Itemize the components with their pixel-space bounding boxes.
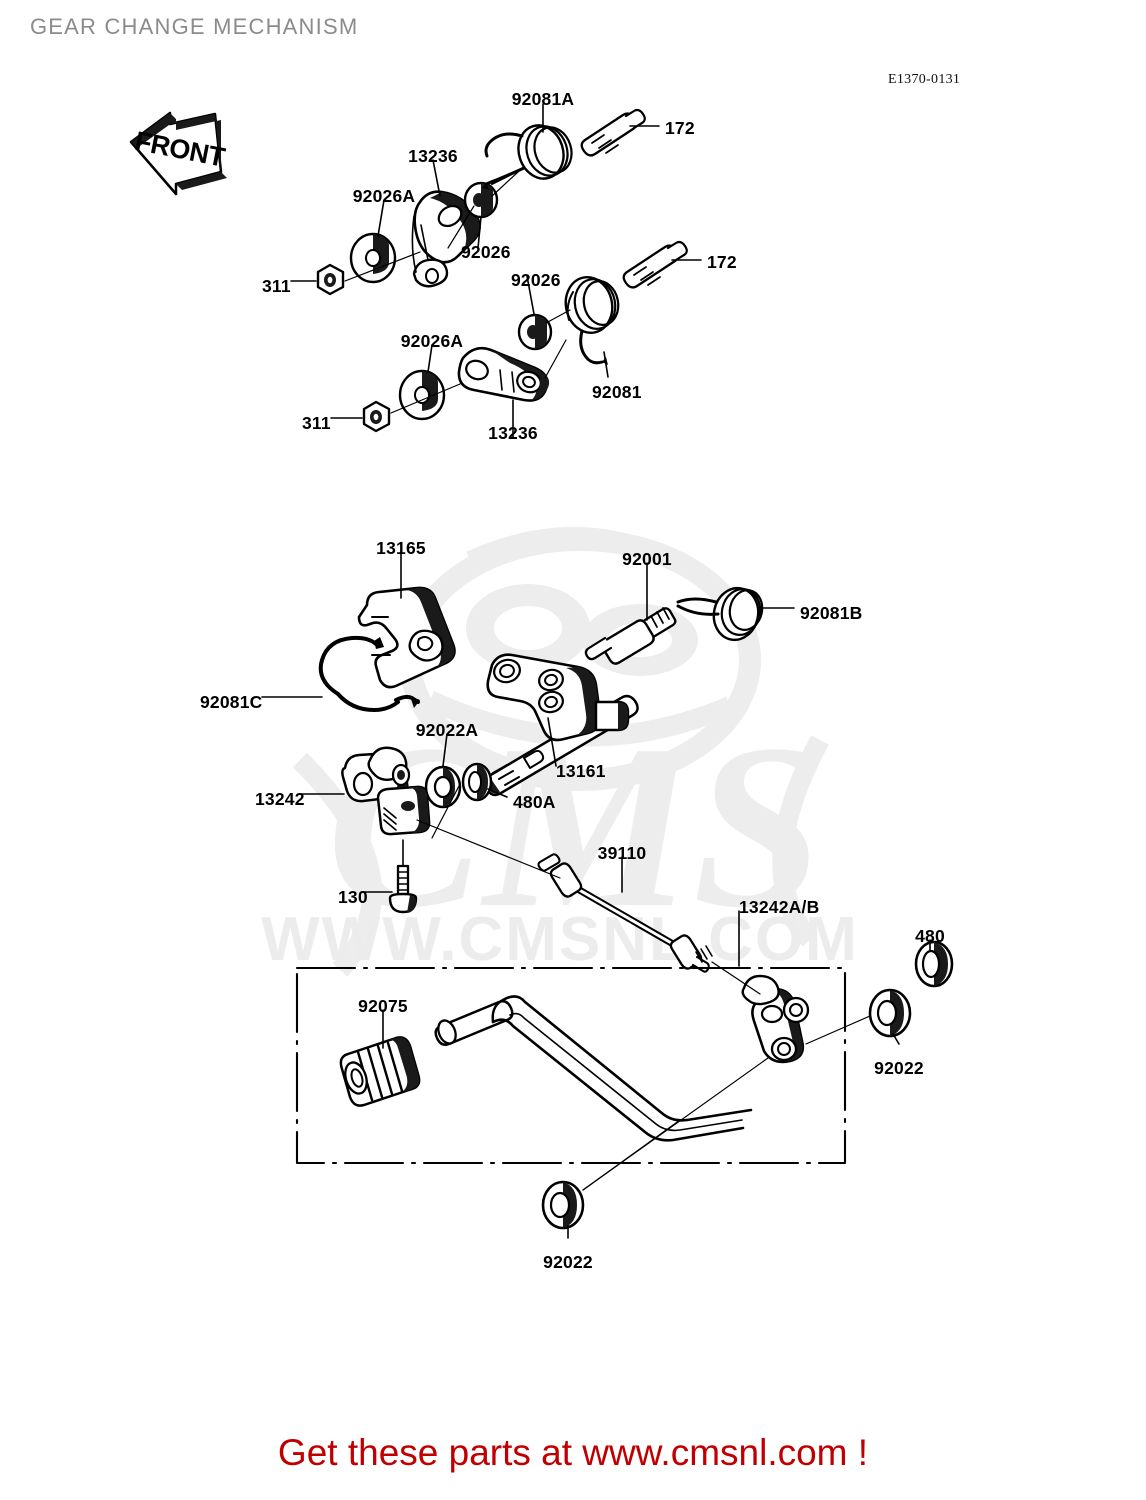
part-130-bolt	[388, 839, 418, 914]
part-label-92081A: 92081A	[511, 89, 575, 109]
part-label-13165: 13165	[376, 538, 426, 558]
part-label-172-top: 172	[665, 118, 695, 138]
part-label-92026-mid: 92026	[511, 270, 561, 290]
part-label-13236-top: 13236	[408, 146, 458, 166]
part-label-92026A-bottom: 92026A	[400, 331, 464, 351]
part-92075-rubber-grip	[339, 1036, 421, 1107]
part-480A-oil-seal	[461, 762, 493, 802]
part-92022-washer-bottom	[541, 1180, 585, 1230]
part-311-nut-top	[316, 263, 345, 296]
part-172-pin-top	[580, 108, 646, 157]
part-13242AB-joint	[741, 974, 810, 1064]
part-92081B-spring	[676, 586, 764, 642]
part-13242-joint	[341, 746, 431, 836]
part-label-480: 480	[915, 926, 945, 946]
part-92081C-clip-spring	[318, 635, 420, 712]
part-label-92026A-top: 92026A	[352, 186, 416, 206]
part-13165-shift-pawl	[357, 586, 456, 689]
part-label-92001: 92001	[622, 549, 672, 569]
part-92022-washer-right	[868, 988, 912, 1038]
part-label-92022A: 92022A	[415, 720, 479, 740]
watermark-emblem: CMS WWW.CMSNL.COM	[261, 527, 859, 977]
leader-lines	[261, 103, 931, 1239]
part-label-92081B: 92081B	[800, 603, 863, 623]
part-label-39110: 39110	[597, 843, 647, 863]
part-92026-washer-bottom	[517, 313, 553, 351]
part-label-130: 130	[338, 887, 368, 907]
pedal-group-frame	[295, 966, 847, 1165]
part-39110-tie-rod	[537, 853, 713, 973]
part-label-13236-bottom: 13236	[488, 423, 538, 443]
watermark-url-text: WWW.CMSNL.COM	[261, 905, 859, 974]
part-172-pin-bottom	[622, 240, 688, 289]
part-92026A-washer-top	[349, 232, 397, 284]
part-label-311-top: 311	[262, 276, 291, 296]
diagram-reference-number: E1370-0131	[888, 72, 961, 87]
front-badge-label: FRONT	[132, 126, 228, 173]
part-92022A-washer	[424, 765, 462, 809]
part-311-nut-bottom	[362, 400, 391, 433]
part-label-92026-top: 92026	[461, 242, 511, 262]
part-92026A-washer-bottom	[398, 369, 446, 421]
part-480-oil-seal	[914, 940, 954, 988]
part-label-92075: 92075	[358, 996, 408, 1016]
part-label-311-bottom: 311	[302, 413, 331, 433]
part-92081A-spring-top	[482, 124, 573, 190]
part-13236-lever-bottom	[457, 346, 550, 402]
part-label-92081-bottom: 92081	[592, 382, 642, 402]
front-arrow-badge	[129, 111, 227, 196]
part-label-13161: 13161	[556, 761, 606, 781]
part-label-92022-right: 92022	[874, 1058, 924, 1078]
part-gear-change-pedal	[434, 995, 753, 1142]
part-label-92081C: 92081C	[200, 692, 263, 712]
part-label-92022-bottom: 92022	[543, 1252, 593, 1272]
part-label-480A: 480A	[513, 792, 556, 812]
part-label-13242: 13242	[255, 789, 305, 809]
part-label-13242AB: 13242A/B	[739, 897, 820, 917]
part-label-172-bottom: 172	[707, 252, 737, 272]
footer-call-to-action[interactable]: Get these parts at www.cmsnl.com !	[277, 1432, 869, 1473]
part-92081-spring-bottom	[564, 275, 620, 365]
part-92001-bolt	[584, 607, 677, 665]
page-title: GEAR CHANGE MECHANISM	[30, 14, 359, 39]
